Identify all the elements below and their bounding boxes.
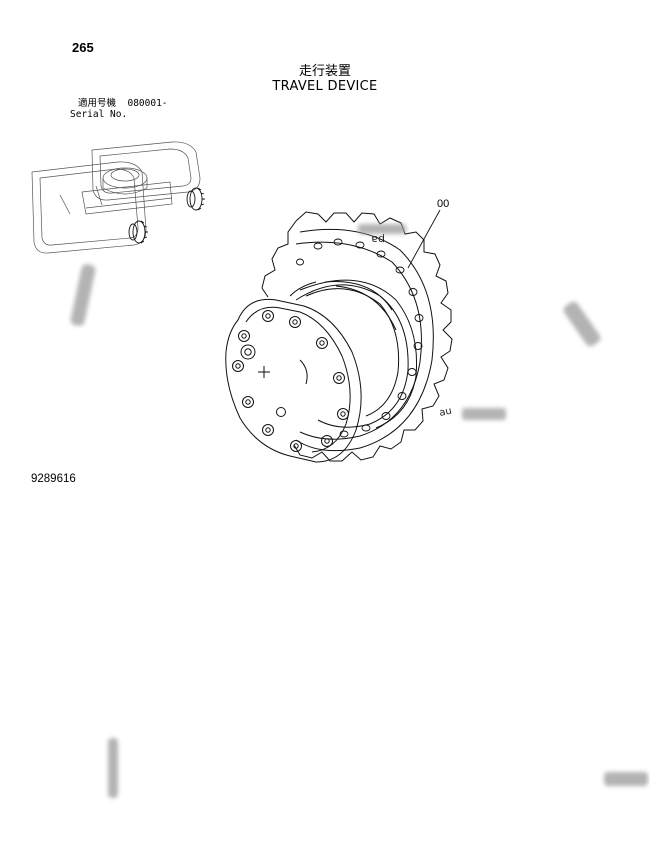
travel-motor-marker-upper [186, 187, 205, 211]
hub-drum [289, 279, 418, 429]
marking-top: pa [371, 233, 385, 246]
svg-text:pa: pa [371, 233, 385, 246]
sprocket [261, 211, 453, 462]
svg-text:au: au [438, 406, 452, 419]
marking-right: au [438, 406, 452, 419]
watermark-smudges [70, 224, 648, 798]
serial-label-ja: 適用号機 [78, 98, 117, 109]
drawing-number: 9289616 [31, 473, 76, 485]
serial-row: 適用号機 080001- [70, 98, 168, 109]
serial-number: 080001- [127, 98, 168, 109]
travel-motor-marker-lower [128, 220, 148, 244]
motor-housing [225, 298, 362, 463]
callout-label-00: 00 [437, 198, 450, 210]
serial-info: 適用号機 080001- Serial No. [70, 98, 168, 120]
serial-label-en: Serial No. [70, 109, 128, 120]
travel-device-illustration [225, 209, 453, 463]
title-english: TRAVEL DEVICE [272, 79, 378, 94]
undercarriage-sketch [31, 141, 201, 254]
callout-leader [407, 209, 441, 269]
page-number: 265 [72, 40, 94, 55]
title-japanese: 走行装置 [298, 64, 351, 79]
